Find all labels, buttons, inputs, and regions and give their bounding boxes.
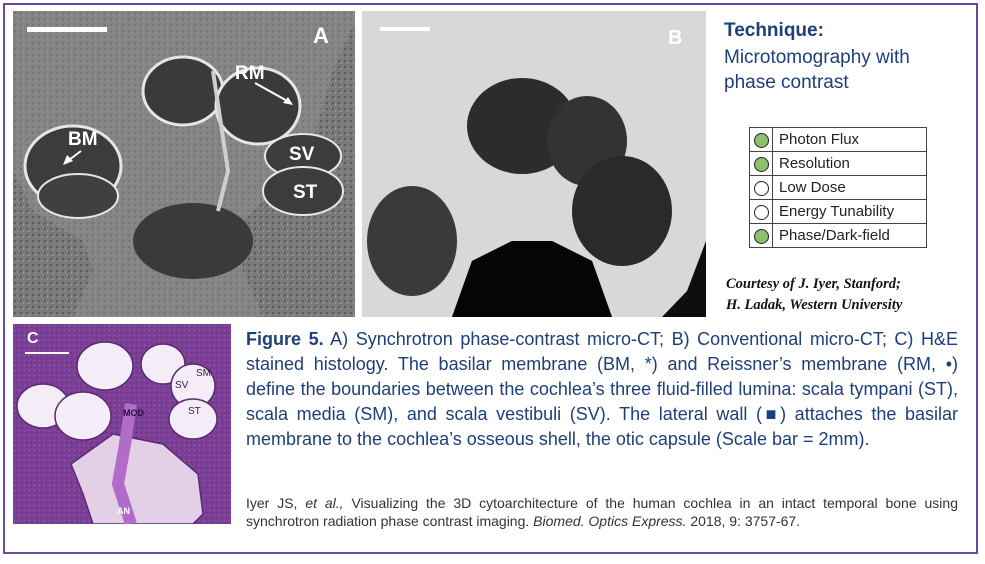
label-sv: SV xyxy=(175,380,189,391)
label-rm: RM xyxy=(235,63,265,84)
metric-label: Low Dose xyxy=(772,175,927,200)
table-row: Photon Flux xyxy=(749,127,927,152)
scale-bar xyxy=(380,27,430,31)
caption-text: A) Synchrotron phase-contrast micro-CT; … xyxy=(246,329,958,449)
metrics-table: Photon Flux Resolution Low Dose Energy T… xyxy=(749,127,927,248)
figure-caption: Figure 5. A) Synchrotron phase-contrast … xyxy=(246,327,958,452)
status-circle-icon xyxy=(753,156,769,172)
technique-title: Technique: xyxy=(724,20,824,41)
metric-label: Phase/Dark-field xyxy=(772,223,927,248)
citation-authors: Iyer JS, xyxy=(246,495,306,511)
label-sm: SM xyxy=(196,368,211,379)
panel-c-image: C SM SV ST MOD AN xyxy=(13,324,231,524)
panel-b-image: B xyxy=(362,11,706,317)
metric-label: Energy Tunability xyxy=(772,199,927,224)
status-circle-icon xyxy=(753,228,769,244)
citation-etal: et al., xyxy=(305,495,344,511)
status-circle-icon xyxy=(753,180,769,196)
citation-title: Visualizing the 3D cytoarchitecture of t… xyxy=(246,495,958,529)
panel-letter: C xyxy=(27,330,39,347)
panel-letter: A xyxy=(313,23,329,48)
status-circle-icon xyxy=(753,204,769,220)
table-row: Low Dose xyxy=(749,175,927,200)
label-sv: SV xyxy=(289,144,315,165)
panel-letter: B xyxy=(668,27,683,49)
table-row: Resolution xyxy=(749,151,927,176)
metric-label: Resolution xyxy=(772,151,927,176)
citation: Iyer JS, et al., Visualizing the 3D cyto… xyxy=(246,494,958,530)
metric-label: Photon Flux xyxy=(772,127,927,152)
table-row: Phase/Dark-field xyxy=(749,223,927,248)
table-row: Energy Tunability xyxy=(749,199,927,224)
label-mod: MOD xyxy=(123,408,144,418)
credit-line: H. Ladak, Western University xyxy=(726,297,903,313)
label-an: AN xyxy=(117,506,130,516)
image-credits: Courtesy of J. Iyer, Stanford; H. Ladak,… xyxy=(726,274,966,316)
scale-bar xyxy=(27,27,107,32)
figure-label: Figure 5. xyxy=(246,329,324,349)
label-st: ST xyxy=(293,182,318,203)
label-bm: BM xyxy=(68,129,98,150)
citation-details: 2018, 9: 3757-67. xyxy=(686,513,801,529)
status-circle-icon xyxy=(753,132,769,148)
label-st: ST xyxy=(188,406,201,417)
scale-bar xyxy=(25,352,69,354)
panel-a-image: A RM BM SV ST xyxy=(13,11,355,317)
credit-line: Courtesy of J. Iyer, Stanford; xyxy=(726,276,901,292)
citation-journal: Biomed. Optics Express. xyxy=(533,513,687,529)
technique-name: Microtomography with phase contrast xyxy=(724,47,910,93)
figure-frame xyxy=(3,3,978,554)
